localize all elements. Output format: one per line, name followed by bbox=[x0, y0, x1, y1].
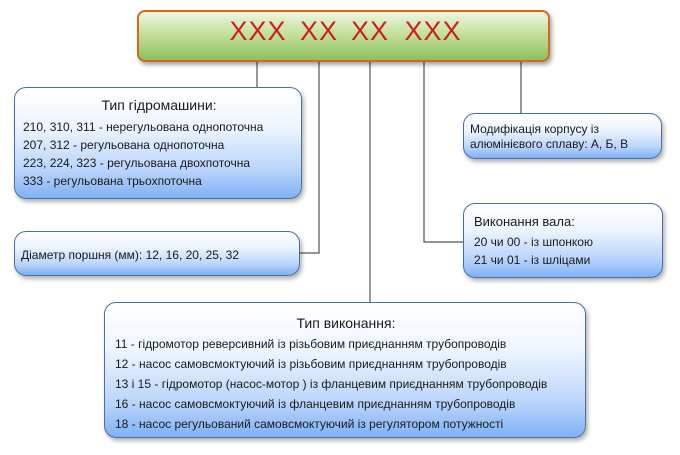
shaft-design-title: Виконання вала: bbox=[474, 214, 575, 229]
pump-type-line: 333 - регульована трьохпоточна bbox=[23, 174, 202, 188]
shaft-design-line: 21 чи 01 - із шліцами bbox=[474, 253, 591, 267]
code-segment-shaft-design: XXX bbox=[404, 16, 462, 46]
shaft-design-box: Виконання вала: 20 чи 00 - із шпонкою 21… bbox=[463, 203, 663, 278]
pump-type-line: 223, 224, 323 - регульована двохпоточна bbox=[23, 156, 251, 170]
execution-type-line: 12 - насос самовсмоктуючий із різьбовим … bbox=[115, 357, 507, 371]
pump-type-line: 207, 312 - регульована однопоточна bbox=[23, 138, 225, 152]
designation-code-bar bbox=[137, 10, 550, 62]
code-segment-piston-diameter: XX bbox=[299, 16, 339, 46]
pump-type-line: 210, 310, 311 - нерегульована однопоточн… bbox=[23, 120, 264, 134]
connector-piston-diameter bbox=[300, 54, 320, 254]
housing-modification-line: алюмінієвого сплаву: А, Б, В bbox=[470, 137, 629, 151]
piston-diameter-box: Діаметр поршня (мм): 12, 16, 20, 25, 32 bbox=[14, 231, 300, 276]
piston-diameter-text: Діаметр поршня (мм): 12, 16, 20, 25, 32 bbox=[21, 248, 239, 262]
housing-modification-line: Модифікація корпусу із bbox=[470, 122, 599, 136]
execution-type-line: 18 - насос регульований самовсмоктуючий … bbox=[115, 417, 504, 431]
execution-type-line: 13 і 15 - гідромотор (насос-мотор ) із ф… bbox=[115, 377, 548, 391]
execution-type-title: Тип виконання: bbox=[296, 315, 396, 331]
code-segment-execution-type: XX bbox=[350, 16, 390, 46]
execution-type-box: Тип виконання: 11 - гідромотор реверсивн… bbox=[104, 302, 586, 438]
pump-type-box: Тип гідромашини: 210, 310, 311 - нерегул… bbox=[14, 87, 302, 199]
execution-type-line: 11 - гідромотор реверсивний із різьбовим… bbox=[115, 337, 507, 351]
shaft-design-line: 20 чи 00 - із шпонкою bbox=[474, 235, 593, 249]
pump-type-title: Тип гідромашини: bbox=[101, 97, 217, 113]
code-segment-pump-type: XXX bbox=[229, 16, 287, 46]
housing-modification-box: Модифікація корпусу із алюмінієвого спла… bbox=[463, 113, 662, 159]
connector-shaft-design bbox=[423, 54, 463, 243]
execution-type-line: 16 - насос самовсмоктуючий із фланцевим … bbox=[115, 397, 516, 411]
